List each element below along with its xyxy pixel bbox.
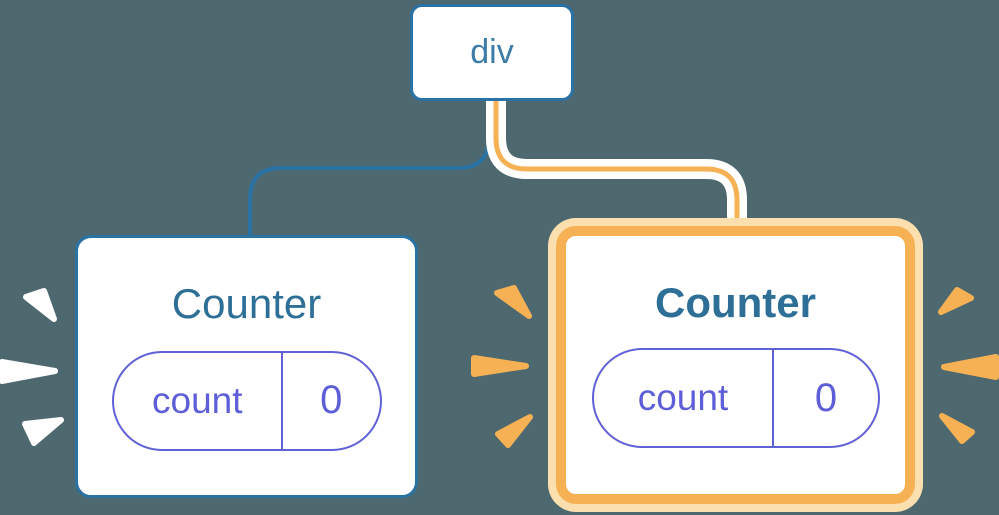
sparkle-icon [22, 417, 64, 446]
sparkle-group-left-card [0, 288, 64, 446]
sparkle-icon [495, 414, 533, 448]
sparkle-group-right-card-right [938, 287, 999, 444]
sparkle-icon [938, 287, 974, 315]
sparkle-icon [939, 413, 975, 444]
edge-right-casing [486, 98, 747, 226]
sparkle-icon [23, 288, 57, 322]
counter-title: Counter [171, 279, 322, 327]
counter-card-left: Counter count 0 [75, 235, 418, 498]
state-name: count [114, 352, 284, 449]
state-name: count [594, 350, 775, 446]
edge-left-blue [248, 98, 491, 242]
sparkle-icon [941, 354, 999, 380]
sparkle-icon [0, 359, 58, 384]
counter-title: Counter [655, 279, 816, 326]
state-pill: count 0 [111, 350, 382, 451]
sparkle-icon [471, 355, 529, 377]
counter-card-right-highlighted: Counter count 0 [556, 226, 915, 504]
state-pill: count 0 [591, 348, 880, 448]
sparkle-icon [494, 285, 532, 319]
sparkle-group-right-card-left [471, 285, 533, 448]
root-node-div: div [410, 4, 574, 101]
root-node-label: div [470, 33, 514, 71]
state-value: 0 [320, 378, 343, 422]
state-value: 0 [814, 375, 838, 420]
edge-right-orange [493, 98, 740, 238]
